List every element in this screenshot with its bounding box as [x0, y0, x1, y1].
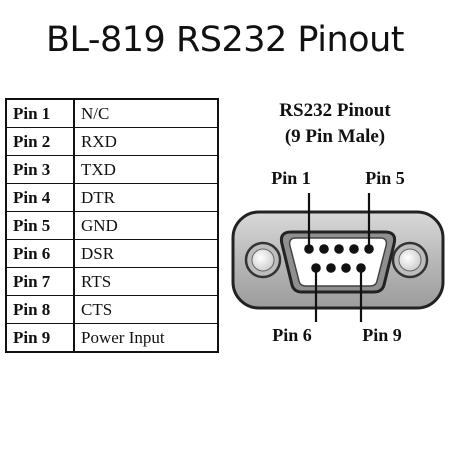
pin-2-dot — [319, 244, 329, 254]
pin-3-dot — [334, 244, 344, 254]
pin-7-dot — [326, 263, 336, 273]
pin-1-label: Pin 1 — [271, 168, 311, 188]
pin-6-label: Pin 6 — [272, 325, 312, 345]
pin-8-dot — [341, 263, 351, 273]
pin-signal-cell: GND — [73, 211, 219, 240]
pin-number-cell: Pin 6 — [5, 239, 75, 268]
connector-title: RS232 Pinout — [279, 100, 391, 121]
pin-number-cell: Pin 5 — [5, 211, 75, 240]
pin-signal-cell: CTS — [73, 295, 219, 324]
pin-9-label: Pin 9 — [362, 325, 402, 345]
pin-number-cell: Pin 7 — [5, 267, 75, 296]
pin-number-cell: Pin 2 — [5, 127, 75, 156]
connector-subtitle: (9 Pin Male) — [284, 126, 386, 147]
pin-signal-cell: Power Input — [73, 323, 219, 353]
pin-signal-cell: TXD — [73, 155, 219, 184]
pin-4-dot — [349, 244, 359, 254]
screw-left-inner — [251, 248, 275, 272]
pin-signal-cell: DTR — [73, 183, 219, 212]
screw-right-inner — [398, 248, 422, 272]
pin-number-cell: Pin 9 — [5, 323, 75, 353]
pin-5-label: Pin 5 — [365, 168, 405, 188]
diagram-title: BL-819 RS232 Pinout — [46, 20, 404, 60]
connector-face-inner — [288, 237, 388, 287]
pin-number-cell: Pin 8 — [5, 295, 75, 324]
pin-number-cell: Pin 3 — [5, 155, 75, 184]
